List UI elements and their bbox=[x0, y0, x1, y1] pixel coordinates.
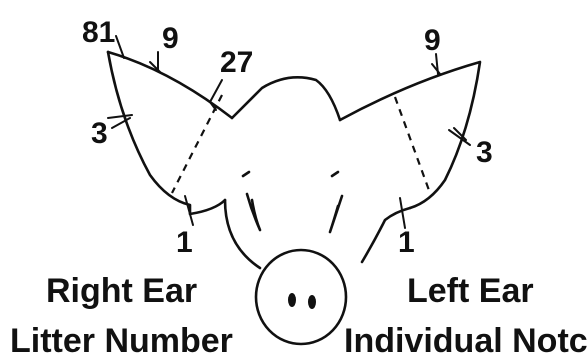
right-ear-notch-81-label: 81 bbox=[82, 16, 115, 49]
left-ear-fold-line bbox=[395, 97, 430, 193]
eyes bbox=[243, 172, 342, 232]
right-ear-notch-27-label: 27 bbox=[220, 46, 253, 79]
nostril bbox=[288, 293, 296, 307]
snout bbox=[256, 250, 346, 344]
left-ear bbox=[340, 62, 480, 208]
right-eye bbox=[247, 194, 260, 230]
right-ear-subcaption: Litter Number bbox=[10, 322, 233, 360]
left-eye-brow bbox=[332, 172, 338, 176]
left-ear-subcaption: Individual Notch bbox=[344, 322, 587, 360]
right-ear bbox=[108, 52, 232, 214]
right-ear-notch-9-label: 9 bbox=[162, 22, 179, 55]
left-ear-notch-1-label: 1 bbox=[398, 226, 415, 259]
nostril bbox=[308, 295, 316, 309]
pig-head bbox=[225, 77, 410, 268]
left-ear-notch-marks bbox=[400, 54, 470, 228]
left-eye bbox=[330, 196, 342, 232]
left-ear-notch-3-label: 3 bbox=[476, 136, 493, 169]
right-ear-fold-line bbox=[172, 95, 222, 193]
right-ear-notch-3-label: 3 bbox=[91, 117, 108, 150]
right-eye-brow bbox=[243, 172, 249, 176]
right-ear-notch-1-label: 1 bbox=[176, 226, 193, 259]
left-ear-caption: Left Ear bbox=[407, 272, 534, 310]
right-ear-caption: Right Ear bbox=[46, 272, 197, 310]
left-ear-notch-9-label: 9 bbox=[424, 24, 441, 57]
